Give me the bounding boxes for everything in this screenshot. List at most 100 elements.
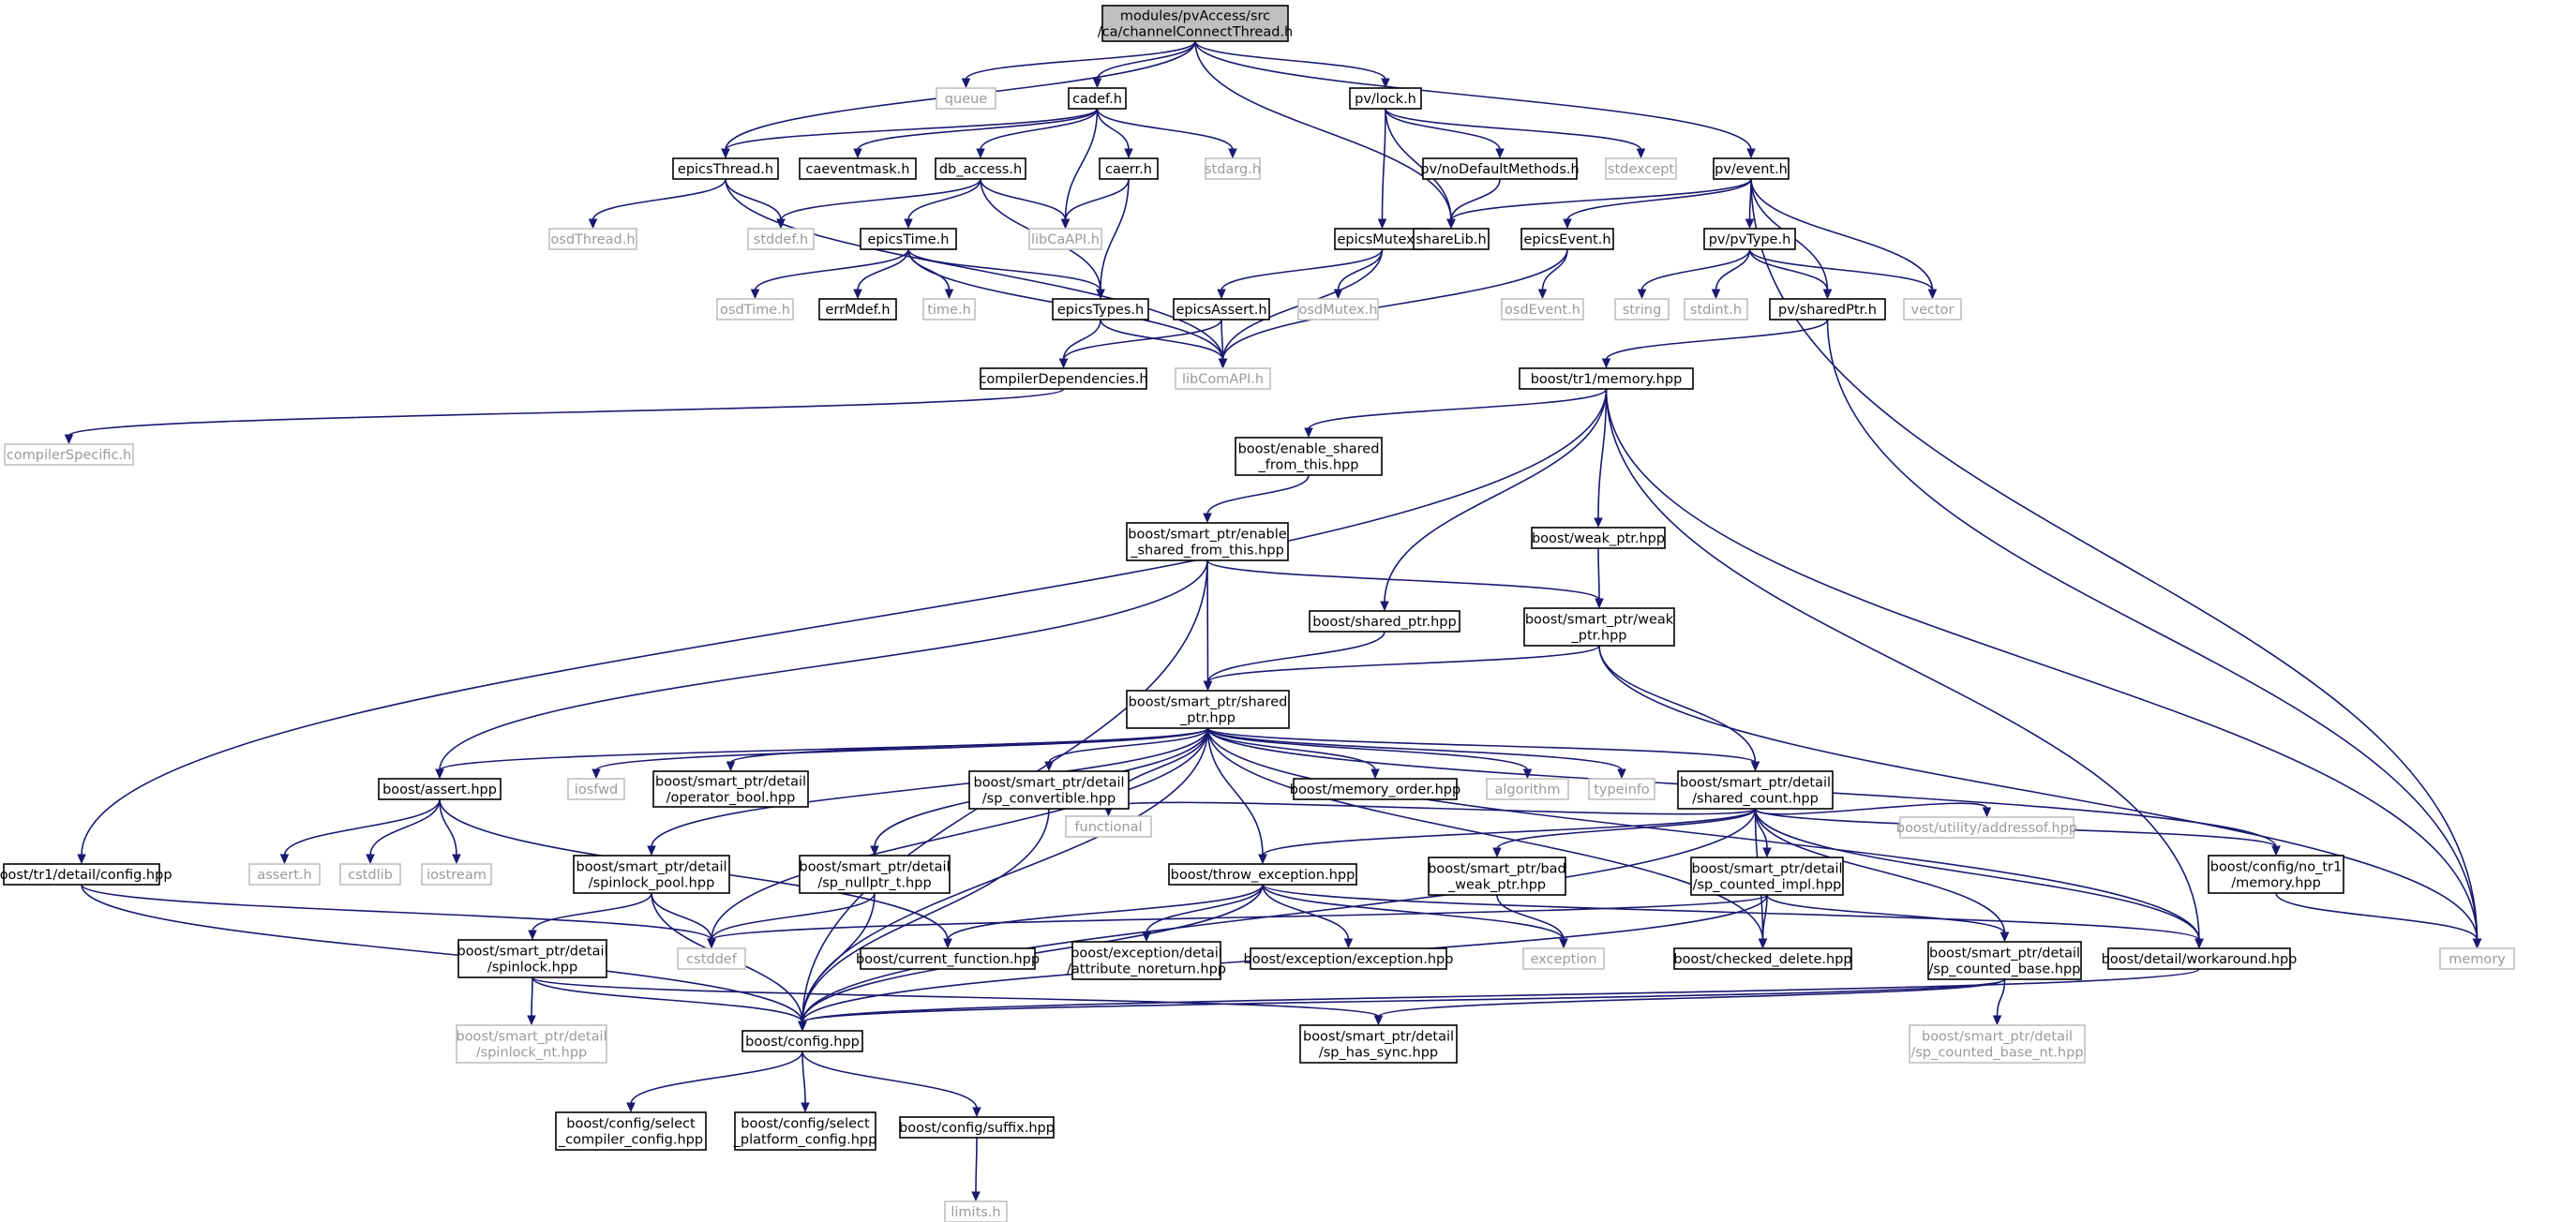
node-sp_convertible[interactable]: boost/smart_ptr/detail/sp_convertible.hp… [968, 770, 1130, 810]
node-algorithm: algorithm [1486, 778, 1569, 800]
edge-pvlock-to-noDefault [1385, 108, 1505, 159]
node-label: caerr.h [1105, 162, 1152, 177]
node-label: boost/smart_ptr/detail [1680, 776, 1831, 791]
node-label: cstddef [686, 952, 738, 967]
node-pvlock[interactable]: pv/lock.h [1349, 87, 1422, 110]
node-checked_delete[interactable]: boost/checked_delete.hpp [1673, 947, 1852, 970]
edge-no_tr1_memory-to-memory [2275, 892, 2482, 949]
node-sp_enable_shared[interactable]: boost/smart_ptr/enable_shared_from_this.… [1126, 522, 1289, 561]
node-sp_counted_impl[interactable]: boost/smart_ptr/detail/sp_counted_impl.h… [1690, 857, 1844, 896]
node-throw_exception[interactable]: boost/throw_exception.hpp [1168, 863, 1357, 886]
edge-throw_exception-to-attribute_noreturn [1142, 884, 1264, 943]
node-caeventmask[interactable]: caeventmask.h [799, 157, 917, 180]
node-label: db_access.h [939, 162, 1022, 177]
node-epicsEvent[interactable]: epicsEvent.h [1520, 228, 1614, 250]
node-attribute_noreturn[interactable]: boost/exception/detail/attribute_noretur… [1067, 941, 1226, 980]
node-root[interactable]: modules/pvAccess/src/ca/channelConnectTh… [1098, 5, 1293, 42]
node-label: boost/detail/workaround.hpp [2102, 952, 2298, 967]
node-caerr[interactable]: caerr.h [1099, 157, 1159, 180]
node-label: boost/smart_ptr/detail [457, 945, 607, 960]
edge-epicsTime-to-timeh [907, 248, 954, 300]
node-suffix[interactable]: boost/config/suffix.hpp [899, 1116, 1055, 1139]
edge-sp_counted_base-to-sp_has_sync [1373, 978, 2006, 1026]
node-label: boost/smart_ptr/detail [1691, 862, 1842, 877]
node-exception: exception [1522, 947, 1605, 970]
node-label: limits.h [951, 1205, 1000, 1220]
edge-tr1memory-to-weak_ptr [1594, 388, 1608, 529]
node-label: boost/config.hpp [745, 1035, 860, 1050]
edge-assert_hpp-to-assert_h [279, 798, 441, 865]
edge-throw_exception-to-current_function [943, 884, 1264, 949]
node-bad_weak_ptr[interactable]: boost/smart_ptr/bad_weak_ptr.hpp [1428, 857, 1566, 896]
edge-sp_weak_ptr-to-sp_shared_ptr [1203, 645, 1600, 692]
node-label: boost/utility/addressof.hpp [1896, 821, 2077, 836]
node-select_compiler[interactable]: boost/config/select_compiler_config.hpp [555, 1111, 707, 1151]
node-errMdef[interactable]: errMdef.h [818, 298, 897, 320]
edge-spinlock-to-config [532, 976, 807, 1032]
node-label: modules/pvAccess/src [1120, 9, 1270, 24]
node-osdTime: osdTime.h [716, 298, 794, 320]
node-noDefault[interactable]: pv/noDefaultMethods.h [1420, 157, 1580, 180]
node-sp_shared_ptr[interactable]: boost/smart_ptr/shared_ptr.hpp [1126, 690, 1290, 729]
edge-epicsTypes-to-libComAPI [1100, 319, 1228, 369]
edge-db_access-to-stddef [776, 178, 981, 230]
node-stddef: stddef.h [747, 228, 815, 250]
node-label: stdint.h [1690, 303, 1742, 318]
node-epicsTime[interactable]: epicsTime.h [860, 228, 957, 250]
node-select_platform[interactable]: boost/config/select_platform_config.hpp [733, 1111, 877, 1151]
node-tr1memory[interactable]: boost/tr1/memory.hpp [1519, 367, 1694, 390]
node-typeinfo: typeinfo [1588, 778, 1655, 800]
node-epicsTypes[interactable]: epicsTypes.h [1052, 298, 1149, 320]
node-label: memory [2449, 952, 2506, 967]
edge-tr1memory-to-enable_shared [1304, 388, 1608, 439]
node-memory_order[interactable]: boost/memory_order.hpp [1290, 778, 1460, 800]
node-label: /spinlock_pool.hpp [589, 876, 715, 891]
node-tr1config[interactable]: boost/tr1/detail/config.hpp [0, 863, 172, 886]
node-iostream: iostream [421, 863, 492, 886]
node-label: boost/memory_order.hpp [1290, 782, 1460, 797]
node-shared_ptr[interactable]: boost/shared_ptr.hpp [1309, 610, 1460, 633]
node-epicsMutex[interactable]: epicsMutex.h [1334, 228, 1430, 250]
node-pvType[interactable]: pv/pvType.h [1703, 228, 1796, 250]
node-label: osdThread.h [550, 232, 635, 247]
node-current_function[interactable]: boost/current_function.hpp [856, 947, 1040, 970]
node-shared_count[interactable]: boost/smart_ptr/detail/shared_count.hpp [1677, 770, 1834, 810]
edge-sp_counted_impl-to-cstddef [707, 894, 1768, 949]
node-weak_ptr[interactable]: boost/weak_ptr.hpp [1531, 527, 1666, 549]
node-sp_counted_base[interactable]: boost/smart_ptr/detail/sp_counted_base.h… [1927, 941, 2082, 980]
edge-noDefault-to-shareLib [1446, 178, 1501, 230]
node-sharedPtr[interactable]: pv/sharedPtr.h [1769, 298, 1886, 320]
node-config[interactable]: boost/config.hpp [741, 1030, 863, 1052]
node-compilerDep[interactable]: compilerDependencies.h [979, 367, 1148, 390]
edge-sp_enable_shared-to-assert_hpp [435, 559, 1208, 780]
node-label: epicsTime.h [868, 232, 950, 247]
node-pvevent[interactable]: pv/event.h [1713, 157, 1790, 180]
node-label: boost/smart_ptr/detail [1922, 1030, 2073, 1045]
node-exception_hpp[interactable]: boost/exception/exception.hpp [1244, 947, 1454, 970]
node-label: boost/smart_ptr/weak [1525, 613, 1674, 628]
node-epicsThread[interactable]: epicsThread.h [672, 157, 779, 180]
node-db_access[interactable]: db_access.h [935, 157, 1026, 180]
node-cadef[interactable]: cadef.h [1068, 87, 1127, 110]
node-cstdlib: cstdlib [339, 863, 401, 886]
node-no_tr1_memory[interactable]: boost/config/no_tr1/memory.hpp [2208, 855, 2344, 894]
node-enable_shared[interactable]: boost/enable_shared_from_this.hpp [1235, 437, 1383, 476]
node-label: pv/pvType.h [1709, 232, 1791, 247]
node-sp_nullptr[interactable]: boost/smart_ptr/detail/sp_nullptr_t.hpp [799, 855, 951, 894]
node-label: _weak_ptr.hpp [1447, 878, 1546, 893]
node-shareLib[interactable]: shareLib.h [1413, 228, 1490, 250]
node-operator_bool[interactable]: boost/smart_ptr/detail/operator_bool.hpp [652, 770, 809, 808]
node-label: epicsMutex.h [1337, 232, 1427, 247]
edge-sp_shared_ptr-to-spinlock_pool [647, 727, 1209, 857]
node-label: boost/throw_exception.hpp [1171, 868, 1355, 883]
node-assert_hpp[interactable]: boost/assert.hpp [378, 778, 502, 800]
node-label: boost/checked_delete.hpp [1673, 952, 1851, 967]
node-spinlock[interactable]: boost/smart_ptr/detail/spinlock.hpp [457, 939, 608, 978]
node-sp_has_sync[interactable]: boost/smart_ptr/detail/sp_has_sync.hpp [1299, 1024, 1458, 1064]
node-sp_weak_ptr[interactable]: boost/smart_ptr/weak_ptr.hpp [1523, 607, 1675, 647]
node-workaround[interactable]: boost/detail/workaround.hpp [2102, 947, 2298, 970]
node-spinlock_pool[interactable]: boost/smart_ptr/detail/spinlock_pool.hpp [573, 855, 730, 894]
node-sp_counted_base_nt: boost/smart_ptr/detail/sp_counted_base_n… [1909, 1024, 2086, 1064]
node-epicsAssert[interactable]: epicsAssert.h [1173, 298, 1270, 320]
node-label: boost/smart_ptr/detail [799, 860, 950, 875]
